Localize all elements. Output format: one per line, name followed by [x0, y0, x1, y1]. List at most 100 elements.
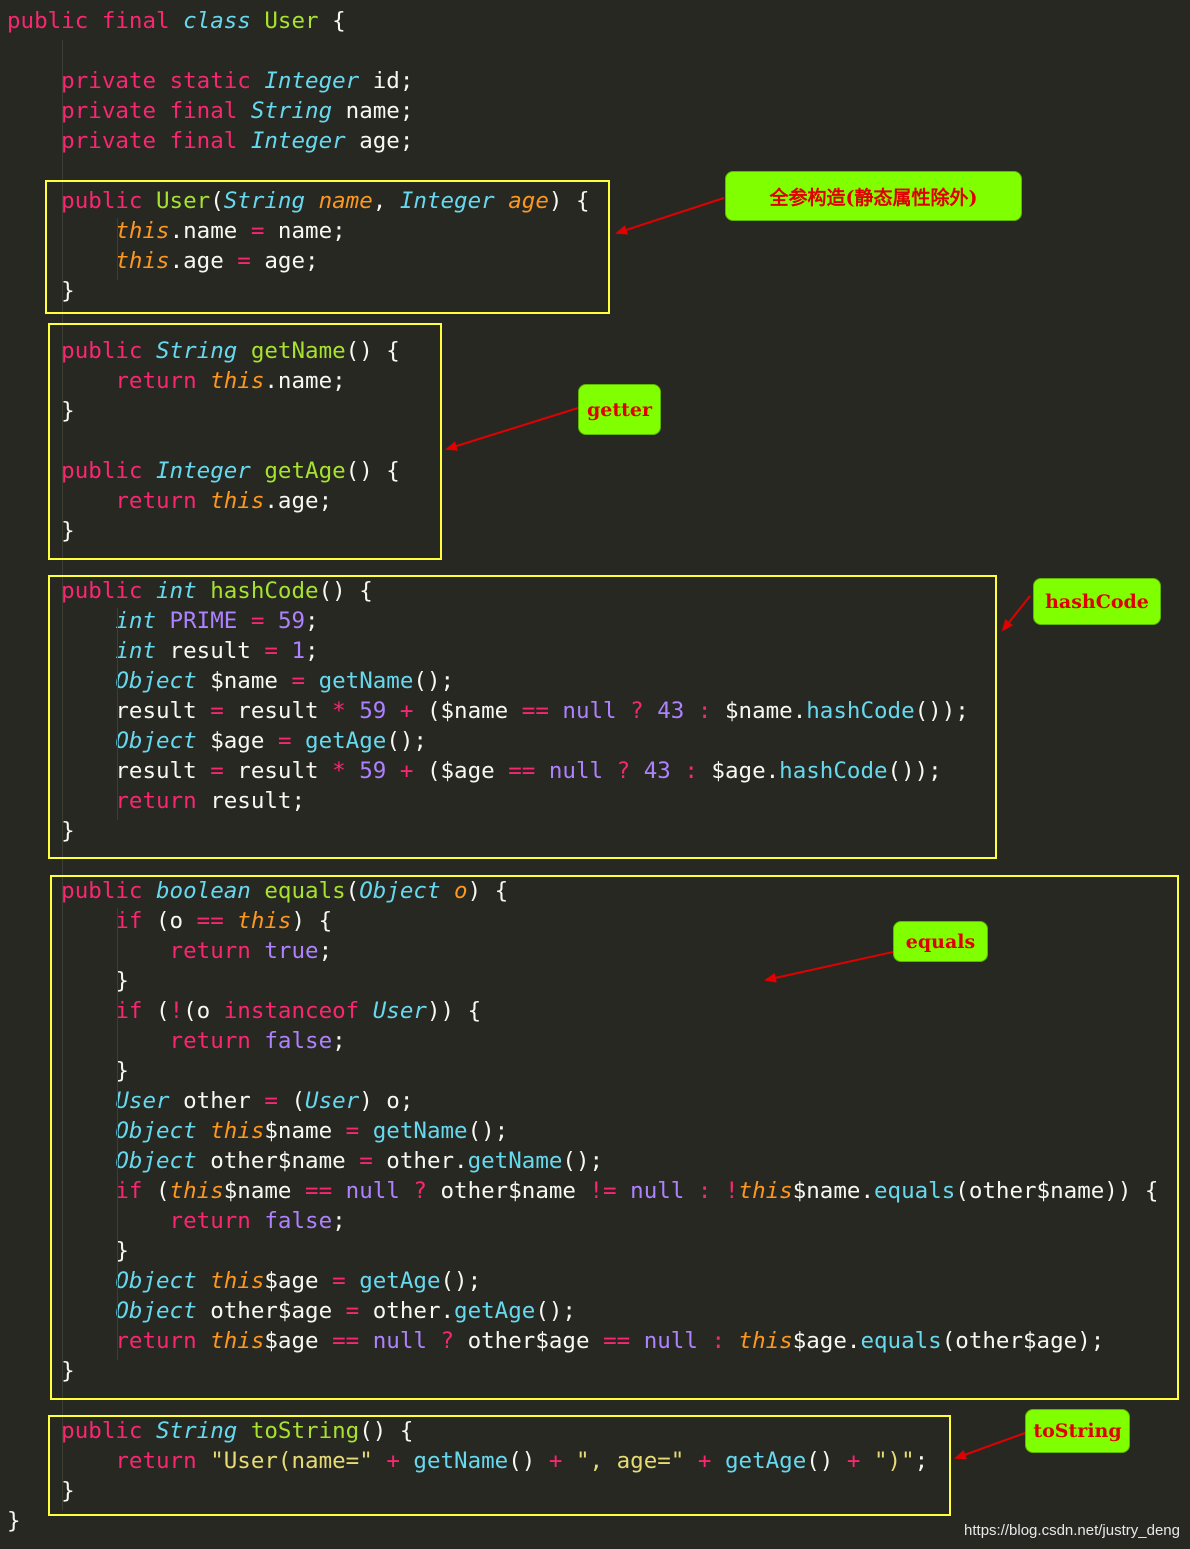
code-token: return	[7, 788, 211, 814]
code-token: ();	[467, 1118, 509, 1144]
code-token: $name	[196, 668, 292, 694]
code-line: public int hashCode() {	[7, 576, 373, 606]
code-token: }	[7, 1238, 129, 1264]
code-token: return	[7, 488, 211, 514]
code-token: static	[169, 68, 265, 94]
code-token: $name	[223, 1178, 306, 1204]
tostring-highlight-box	[48, 1415, 951, 1516]
code-line: public User(String name, Integer age) {	[7, 186, 590, 216]
hashcode-callout: hashCode	[1033, 578, 1161, 625]
code-token: !	[169, 998, 184, 1024]
indent-guide	[117, 218, 118, 280]
constructor-highlight-box	[45, 180, 610, 314]
code-token: hashCode	[806, 698, 915, 724]
code-token: :	[684, 758, 698, 784]
code-token: this	[115, 218, 170, 244]
code-token: (other$name)) {	[955, 1178, 1159, 1204]
code-token: Object	[115, 728, 197, 754]
code-token: getAge	[305, 728, 387, 754]
code-token: =	[291, 668, 306, 694]
code-token: Integer	[250, 128, 346, 154]
code-line: }	[7, 966, 129, 996]
code-token: $age.	[792, 1328, 861, 1354]
code-token: $age	[196, 728, 278, 754]
code-token: private	[7, 68, 170, 94]
code-token: *	[332, 698, 346, 724]
code-token: getName	[467, 1148, 563, 1174]
code-token: "User(name="	[210, 1448, 373, 1474]
code-token: equals	[264, 878, 346, 904]
code-token: =	[345, 1298, 360, 1324]
code-token: other$age	[196, 1298, 346, 1324]
constructor-callout: 全参构造(静态属性除外)	[725, 171, 1022, 221]
code-token: id;	[359, 68, 414, 94]
code-token: =	[359, 1148, 373, 1174]
code-token: =	[264, 1088, 278, 1114]
code-token: () {	[345, 458, 400, 484]
code-token: ();	[440, 1268, 482, 1294]
code-token: final	[101, 8, 184, 34]
code-token: }	[7, 1358, 75, 1384]
code-token: ());	[914, 698, 969, 724]
code-line: }	[7, 276, 75, 306]
code-token: }	[7, 818, 75, 844]
equals-highlight-box	[50, 875, 1179, 1400]
code-token: other.	[359, 1298, 455, 1324]
code-line: if (this$name == null ? other$name != nu…	[7, 1176, 1158, 1206]
code-token: 59	[277, 608, 306, 634]
code-token: $name.	[711, 698, 807, 724]
code-token: ) {	[548, 188, 590, 214]
code-token: =	[332, 1268, 346, 1294]
code-token: Object	[115, 1268, 197, 1294]
code-token: int	[156, 578, 197, 604]
code-token: (	[345, 878, 360, 904]
code-token: $age	[264, 1268, 333, 1294]
code-token: ?	[630, 698, 644, 724]
code-token: null	[548, 758, 604, 784]
code-token: Object	[115, 1118, 197, 1144]
code-token: null	[630, 1178, 685, 1204]
code-token: ==	[521, 698, 549, 724]
code-token: ()	[508, 1448, 549, 1474]
code-line: }	[7, 1506, 21, 1536]
code-token: ==	[332, 1328, 360, 1354]
getter-arrow	[445, 407, 579, 451]
code-token: Object	[115, 668, 197, 694]
code-token: }	[7, 968, 129, 994]
code-token: return	[7, 368, 211, 394]
code-token: ==	[305, 1178, 333, 1204]
code-token: :	[697, 698, 712, 724]
code-token: public	[7, 878, 157, 904]
code-token: ")"	[874, 1448, 915, 1474]
code-token: other	[169, 1088, 265, 1114]
tostring-callout: toString	[1025, 1409, 1130, 1453]
code-line: }	[7, 816, 75, 846]
code-token: $age.	[697, 758, 780, 784]
code-token: public	[7, 338, 157, 364]
code-token: String	[250, 98, 333, 124]
code-token: null	[372, 1328, 427, 1354]
code-token: this	[115, 248, 170, 274]
equals-callout: equals	[893, 921, 988, 962]
code-token: ==	[508, 758, 536, 784]
code-line: }	[7, 1236, 129, 1266]
code-line: return false;	[7, 1026, 346, 1056]
code-token: this	[210, 1118, 265, 1144]
code-token: result	[223, 758, 333, 784]
code-token: ;	[318, 938, 333, 964]
code-token: other$name	[426, 1178, 590, 1204]
code-line: }	[7, 1476, 75, 1506]
code-token: private	[7, 128, 170, 154]
code-token: if	[7, 1178, 157, 1204]
code-token: User	[372, 998, 427, 1024]
code-token: =	[345, 1118, 360, 1144]
getter-callout: getter	[578, 384, 661, 435]
code-line: }	[7, 1356, 75, 1386]
code-token: null	[345, 1178, 400, 1204]
code-token: result	[223, 698, 333, 724]
code-line: private final Integer age;	[7, 126, 413, 156]
code-token: result	[156, 638, 265, 664]
code-token: public	[7, 188, 157, 214]
code-token: instanceof	[223, 998, 373, 1024]
code-token: }	[7, 1058, 129, 1084]
